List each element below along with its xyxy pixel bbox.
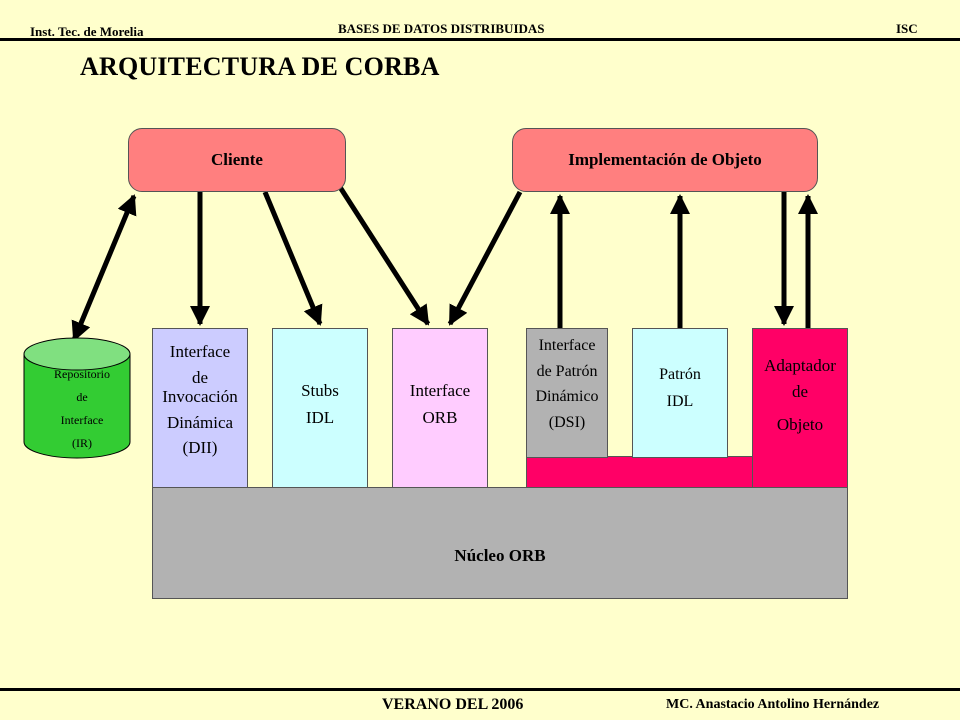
arrow-cliente-orb bbox=[335, 182, 431, 326]
adaptador-line: Adaptador bbox=[764, 356, 836, 375]
orb-interface-box: Interface ORB bbox=[392, 328, 488, 488]
orb-interface-line: ORB bbox=[422, 408, 458, 428]
patron-line: IDL bbox=[666, 393, 694, 411]
adaptador-line: Objeto bbox=[776, 415, 824, 434]
implementacion-label: Implementación de Objeto bbox=[568, 150, 762, 169]
header-institution: Inst. Tec. de Morelia bbox=[30, 24, 144, 39]
footer-author: MC. Anastacio Antolino Hernández bbox=[666, 697, 880, 712]
repository-line: Interface bbox=[60, 413, 104, 427]
cliente-label: Cliente bbox=[211, 150, 263, 169]
orb-core-label: Núcleo ORB bbox=[454, 546, 546, 565]
repository-label: Repositorio de Interface (IR) bbox=[30, 363, 134, 455]
dsi-line: de Patrón bbox=[536, 362, 598, 380]
footer-rule bbox=[0, 688, 960, 691]
patron-box: Patrón IDL bbox=[632, 328, 728, 458]
arrow-repository-cliente bbox=[71, 194, 137, 342]
implementacion-box: Implementación de Objeto bbox=[512, 128, 818, 192]
stubs-line: IDL bbox=[305, 408, 335, 428]
page-title: ARQUITECTURA DE CORBA bbox=[80, 52, 440, 81]
repository-line: Repositorio bbox=[54, 367, 110, 381]
orb-core: Núcleo ORB bbox=[152, 487, 848, 599]
adaptador-line: de bbox=[791, 381, 809, 401]
repository-cylinder bbox=[23, 337, 131, 459]
stubs-line: Stubs bbox=[301, 381, 339, 400]
header-rule bbox=[0, 38, 960, 41]
arrow-impl-orb bbox=[447, 190, 523, 326]
footer-term: VERANO DEL 2006 bbox=[382, 696, 524, 713]
patron-line: Patrón bbox=[659, 366, 701, 383]
dii-box: Interface de Invocación Dinámica (DII) bbox=[152, 328, 248, 488]
arrow-cliente-stubs bbox=[262, 191, 323, 326]
dii-line: Invocación bbox=[162, 387, 238, 406]
dsi-line: Interface bbox=[538, 337, 596, 354]
dsi-adaptador-connector bbox=[526, 456, 754, 488]
repository-line: (IR) bbox=[72, 436, 92, 450]
orb-interface-line: Interface bbox=[409, 381, 471, 400]
dsi-box: Interface de Patrón Dinámico (DSI) bbox=[526, 328, 608, 458]
dii-line: (DII) bbox=[182, 438, 218, 457]
adaptador-box: Adaptador de Objeto bbox=[752, 328, 848, 488]
repository-line: de bbox=[76, 390, 88, 404]
dii-line: de bbox=[191, 367, 209, 387]
dsi-line: Dinámico bbox=[535, 388, 599, 406]
dsi-line: (DSI) bbox=[548, 413, 586, 431]
cliente-box: Cliente bbox=[128, 128, 346, 192]
stubs-box: Stubs IDL bbox=[272, 328, 368, 488]
dii-line: Dinámica bbox=[166, 412, 234, 432]
dii-line: Interface bbox=[169, 342, 231, 361]
header-program: ISC bbox=[896, 21, 918, 36]
header-course: BASES DE DATOS DISTRIBUIDAS bbox=[338, 21, 545, 36]
